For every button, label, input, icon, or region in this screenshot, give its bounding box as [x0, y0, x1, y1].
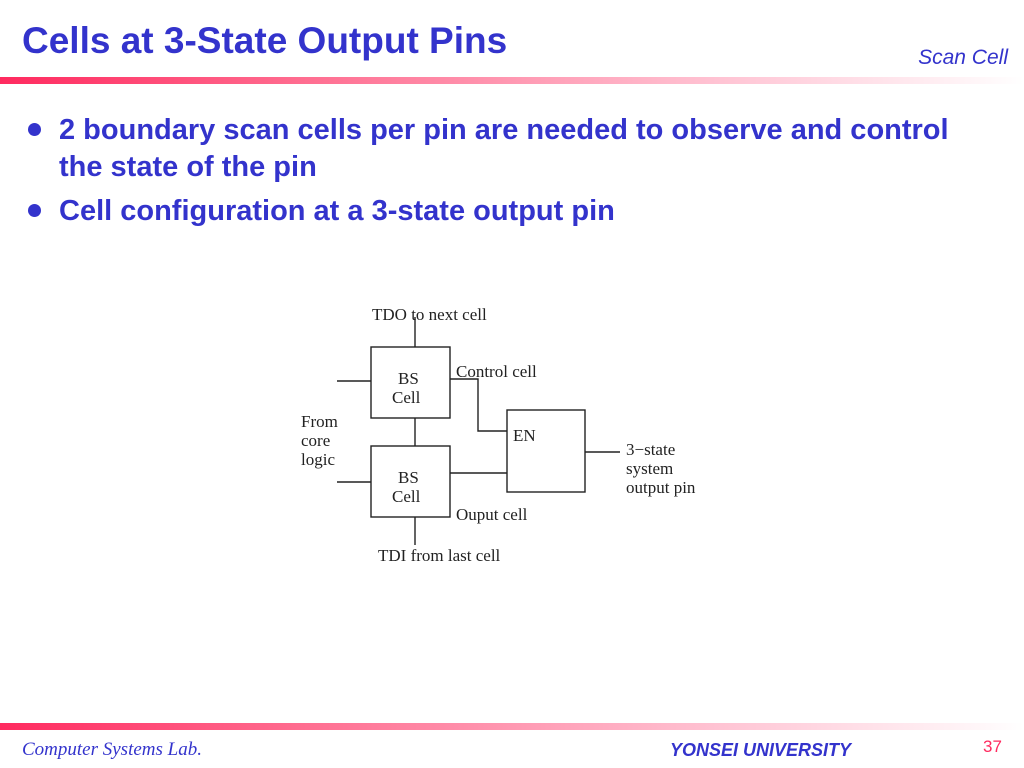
- title-divider: [0, 77, 1024, 84]
- bullet-text: 2 boundary scan cells per pin are needed…: [59, 114, 949, 183]
- en-label: EN: [513, 426, 536, 445]
- bs-cell-top: [370, 346, 451, 419]
- output-cell-label: Ouput cell: [456, 505, 528, 524]
- slide-title: Cells at 3-State Output Pins: [22, 20, 508, 61]
- control-wire: [450, 378, 507, 432]
- core-logic-label: core: [301, 431, 330, 450]
- lab-name: Computer Systems Lab.: [22, 739, 202, 760]
- bullet-dot-icon: [28, 123, 41, 136]
- bs-cell-top-label: Cell: [392, 388, 421, 407]
- footer-divider: [0, 723, 1024, 730]
- core-logic-label: From: [301, 412, 338, 431]
- control-cell-label: Control cell: [456, 362, 537, 381]
- page-number: 37: [983, 737, 1002, 756]
- bullet-text: Cell configuration at a 3-state output p…: [59, 195, 615, 227]
- bs-cell-bottom-label: BS: [398, 468, 419, 487]
- tdo-label: TDO to next cell: [372, 305, 487, 324]
- scan-cell-diagram: TDO to next cell BS Cell Control cell Fr…: [301, 305, 696, 565]
- bullet-item: Cell configuration at a 3-state output p…: [26, 193, 996, 230]
- core-logic-label: logic: [301, 450, 335, 469]
- diagram-wires: [337, 317, 620, 545]
- tdi-label: TDI from last cell: [378, 546, 501, 565]
- section-label: Scan Cell: [918, 46, 1008, 69]
- bs-cell-bottom-label: Cell: [392, 487, 421, 506]
- en-buffer: [506, 409, 586, 493]
- bullet-dot-icon: [28, 204, 41, 217]
- output-pin-label: system: [626, 459, 673, 478]
- bullet-list: 2 boundary scan cells per pin are needed…: [26, 112, 996, 237]
- bullet-item: 2 boundary scan cells per pin are needed…: [26, 112, 996, 186]
- output-pin-label: output pin: [626, 478, 696, 497]
- university-name: YONSEI UNIVERSITY: [670, 740, 852, 760]
- output-pin-label: 3−state: [626, 440, 675, 459]
- bs-cell-top-label: BS: [398, 369, 419, 388]
